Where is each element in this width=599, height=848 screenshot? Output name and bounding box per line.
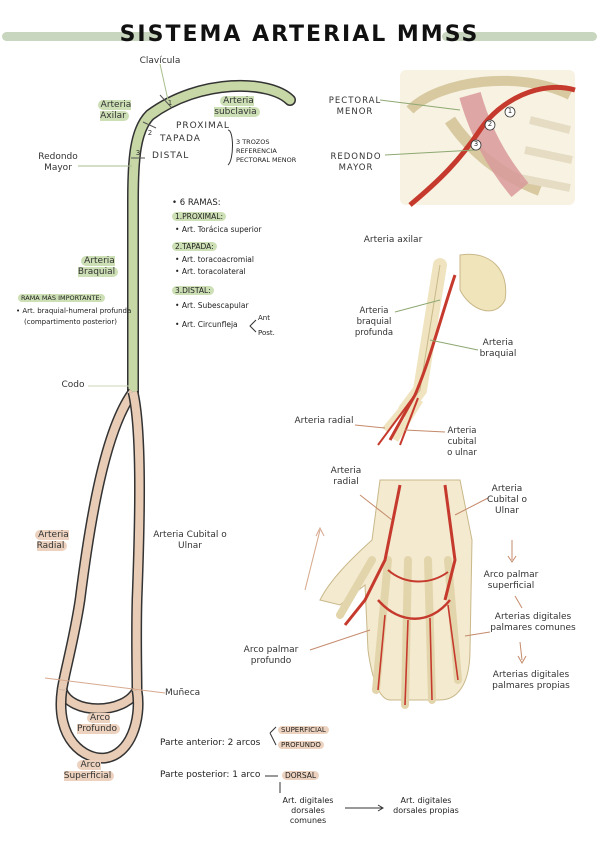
shoulder-pectoral-menor: PECTORAL MENOR <box>328 96 382 117</box>
arm-braquial-profunda: Arteria braquial profunda <box>354 306 394 338</box>
arco-superficial-text: Arco Superficial <box>63 760 115 781</box>
arm-arteria-cubital: Arteria cubital o ulnar <box>447 426 477 458</box>
radial-text: Arteria Radial <box>35 530 69 551</box>
hand-arco-palmar-profundo: Arco palmar profundo <box>243 645 299 666</box>
bottom-dorsal: DORSAL <box>282 771 332 781</box>
label-num-2: 2 <box>147 129 153 137</box>
shoulder-num-2: 2 <box>487 120 493 128</box>
ramas-s3-i1: • Art. Subescapular <box>175 301 249 310</box>
rama-importante-line2: (compartimento posterior) <box>24 318 117 326</box>
rama-importante-header: RAMA MÁS IMPORTANTE: <box>18 293 128 303</box>
ramas-s2-i2-text: Art. toracolateral <box>181 267 246 276</box>
label-codo: Codo <box>61 380 85 390</box>
label-num-3: 3 <box>135 149 141 157</box>
bottom-parte-anterior: Parte anterior: 2 arcos <box>160 738 261 748</box>
shoulder-num-1: 1 <box>507 107 513 115</box>
label-arteria-subclavia: Arteria subclavia <box>212 96 262 118</box>
ramas-s2-i2: • Art. toracolateral <box>175 267 246 276</box>
label-tapada: TAPADA <box>160 134 201 144</box>
arco-profundo-text: Arco Profundo <box>76 713 121 734</box>
ramas-s2-i1-text: Art. toracoacromial <box>181 255 254 264</box>
ramas-post: Post. <box>258 329 275 337</box>
rama-importante-header-text: RAMA MÁS IMPORTANTE: <box>18 294 105 302</box>
label-redondo-mayor: Redondo Mayor <box>38 152 78 173</box>
bottom-parte-posterior: Parte posterior: 1 arco <box>160 770 261 780</box>
label-arteria-braquial: Arteria Braquial <box>72 256 124 278</box>
page-title: SISTEMA ARTERIAL MMSS <box>119 22 480 47</box>
shoulder-redondo-mayor: REDONDO MAYOR <box>330 152 382 173</box>
ramas-s2: 2.TAPADA: <box>172 242 272 252</box>
ramas-header: • 6 RAMAS: <box>172 198 221 208</box>
ramas-s3-i1-text: Art. Subescapular <box>181 301 249 310</box>
ramas-s1-i1: • Art. Torácica superior <box>175 225 262 234</box>
label-num-1: 1 <box>167 99 173 107</box>
bottom-dorsal-text: DORSAL <box>282 771 320 780</box>
bottom-dig-propias: Art. digitales dorsales propias <box>393 796 459 815</box>
shoulder-num-3: 3 <box>473 140 479 148</box>
label-arteria-axilar: Arteria Axilar <box>92 100 137 122</box>
ramas-s1: 1.PROXIMAL: <box>172 212 272 222</box>
label-muneca: Muñeca <box>165 688 201 698</box>
hand-digitales-comunes: Arterias digitales palmares comunes <box>490 612 576 633</box>
cubital-text: Arteria Cubital o Ulnar <box>153 530 227 551</box>
label-proximal: PROXIMAL <box>176 121 230 131</box>
trozos-note: 3 TROZOS REFERENCIA PECTORAL MENOR <box>236 138 297 164</box>
hand-arco-palmar-superficial: Arco palmar superficial <box>483 570 539 591</box>
hand-arteria-cubital: Arteria Cubital o Ulnar <box>486 484 528 516</box>
hand-arteria-radial: Arteria radial <box>330 466 362 487</box>
bottom-dig-comunes: Art. digitales dorsales comunes <box>282 796 334 825</box>
arm-arteria-axilar: Arteria axilar <box>363 235 423 245</box>
ramas-s3-text: 3.DISTAL: <box>172 286 214 295</box>
label-arteria-radial: Arteria Radial <box>28 530 76 552</box>
ramas-s2-text: 2.TAPADA: <box>172 242 217 251</box>
header-bar-left <box>2 32 162 41</box>
header-bar-right <box>442 32 597 41</box>
label-distal: DISTAL <box>152 151 190 161</box>
hand-digitales-propias: Arterias digitales palmares propias <box>492 670 570 691</box>
bottom-superficial-text: SUPERFICIAL <box>278 726 329 734</box>
braquial-text: Arteria Braquial <box>77 256 119 277</box>
axilar-text: Arteria Axilar <box>97 100 132 121</box>
rama-importante-line1: • Art. braquial-humeral profunda <box>16 307 132 315</box>
ramas-s3-i2: • Art. Circunfleja <box>175 320 238 329</box>
arm-arteria-braquial: Arteria braquial <box>479 338 517 359</box>
ramas-header-text: 6 RAMAS: <box>179 198 221 208</box>
label-clavicula: Clavícula <box>139 56 181 66</box>
arm-arteria-radial: Arteria radial <box>294 416 354 426</box>
rama-importante-line1-text: Art. braquial-humeral profunda <box>22 307 132 315</box>
bottom-superficial: SUPERFICIAL <box>278 725 348 735</box>
ramas-s3: 3.DISTAL: <box>172 286 272 296</box>
ramas-s2-i1: • Art. toracoacromial <box>175 255 254 264</box>
bottom-profundo: PROFUNDO <box>278 740 338 750</box>
label-arco-profundo: Arco Profundo <box>76 713 121 735</box>
label-arco-superficial: Arco Superficial <box>60 760 118 782</box>
ramas-s1-i1-text: Art. Torácica superior <box>181 225 262 234</box>
ramas-s1-text: 1.PROXIMAL: <box>172 212 226 221</box>
ramas-s3-i2-text: Art. Circunfleja <box>181 320 238 329</box>
bottom-profundo-text: PROFUNDO <box>278 741 324 749</box>
ramas-ant: Ant <box>258 314 270 322</box>
subclavia-text: Arteria subclavia <box>214 96 260 117</box>
label-arteria-cubital: Arteria Cubital o Ulnar <box>150 530 230 552</box>
